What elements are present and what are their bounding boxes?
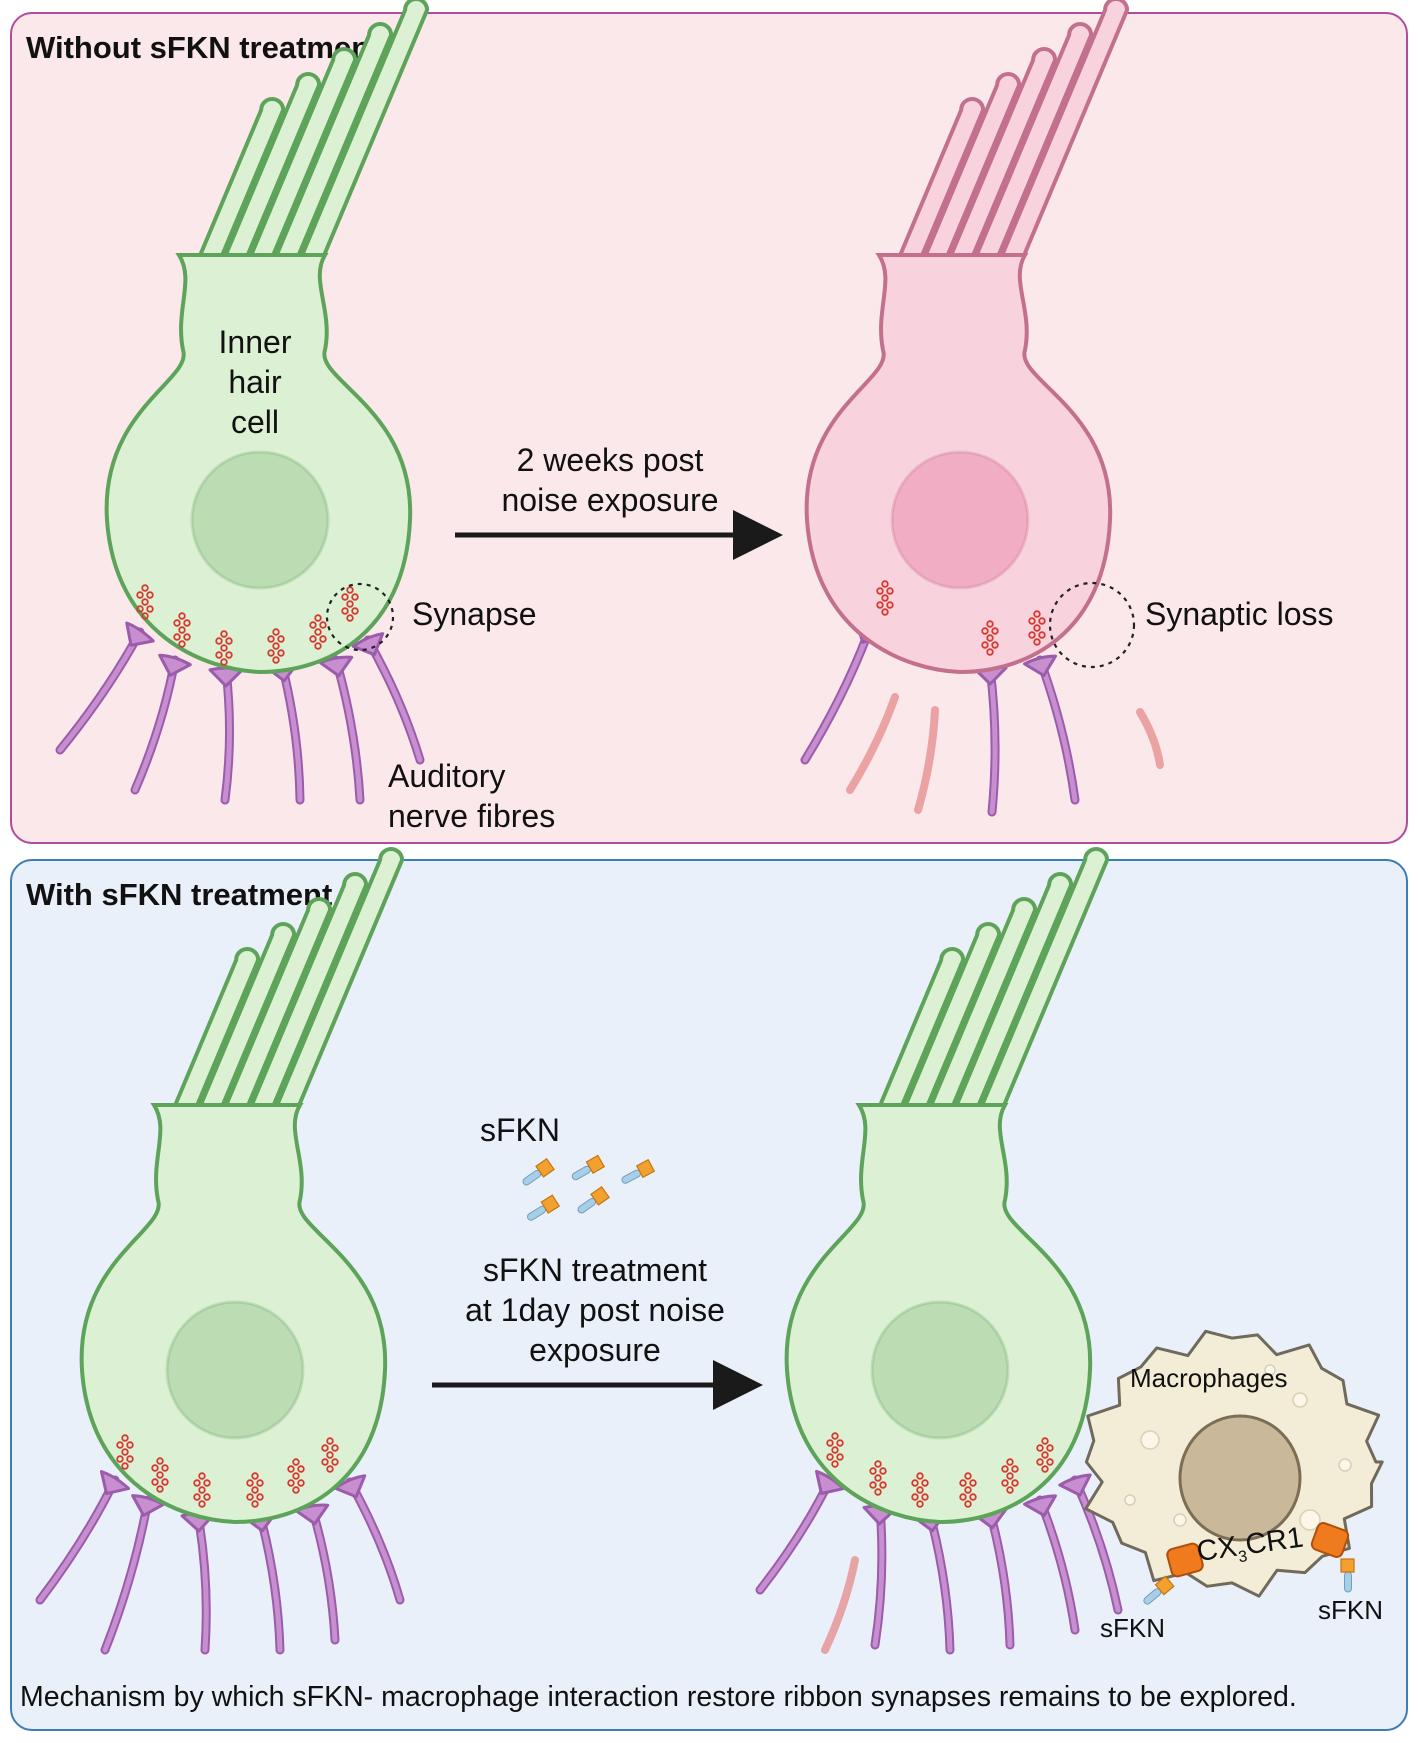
cell-layer: [79, 0, 1130, 1525]
ribbon-synapse: [215, 630, 233, 666]
ribbon-synapse: [876, 580, 894, 616]
damaged-inner-hair-cell-stereocilium: [972, 22, 1094, 262]
remaining-fibre-core: [987, 665, 998, 815]
lost-fibre: [1136, 708, 1164, 769]
vesicle: [1264, 1364, 1276, 1376]
auditory-nerve-fibre-terminal: [1058, 1473, 1092, 1497]
healthy-inner-hair-cell-nucleus: [190, 450, 330, 590]
damaged-inner-hair-cell-stereocilium: [947, 47, 1058, 262]
lost-fibre: [914, 706, 939, 814]
healthy-inner-hair-cell-stereocilium: [196, 97, 286, 262]
ribbon-synapse: [341, 586, 359, 622]
remaining-fibre-core: [1037, 657, 1078, 803]
synapse-label: Synapse: [412, 596, 537, 632]
sfkn-molecule: [577, 1185, 610, 1214]
ribbon-synapse: [911, 1472, 929, 1508]
healthy-inner-hair-cell-stereocilium: [273, 847, 405, 1112]
ribbon-synapse: [1001, 1458, 1019, 1494]
bound-sfkn-left: [1143, 1575, 1175, 1605]
restored-inner-hair-cell-stereocilium: [978, 847, 1110, 1112]
footer-note: Mechanism by which sFKN- macrophage inte…: [20, 1681, 1297, 1713]
cx3cr1-receptor: [1310, 1522, 1350, 1558]
synapse-layer: [116, 580, 1054, 1508]
ribbon-synapse: [321, 1437, 339, 1473]
ribbon-synapse: [246, 1472, 264, 1508]
sfkn-label: sFKN: [480, 1112, 560, 1148]
damaged-inner-hair-cell-stereocilium: [896, 97, 986, 262]
ribbon-synapse: [267, 628, 285, 664]
ribbon-synapse: [1036, 1437, 1054, 1473]
ribbon-synapse: [309, 614, 327, 650]
synaptic-loss-circle: [1048, 581, 1136, 669]
remaining-fibre-terminal: [1022, 654, 1058, 678]
panel-title-with: With sFKN treatment: [26, 877, 333, 912]
damaged-inner-hair-cell-stereocilium: [921, 72, 1022, 262]
damaged-inner-hair-cell-nucleus: [890, 450, 1030, 590]
auditory-nerve-fibre-core: [102, 1497, 151, 1653]
ribbon-synapse: [173, 612, 191, 648]
synapse-highlight-circle: [325, 582, 395, 652]
synaptic-loss-label: Synaptic loss: [1145, 596, 1334, 632]
cx3cr1-receptor: [1166, 1542, 1204, 1578]
healthy-inner-hair-cell-stereocilium: [171, 947, 261, 1112]
ribbon-synapse: [1028, 610, 1046, 646]
auditory-nerve-fibre-terminal: [158, 653, 192, 677]
healthy-inner-hair-cell-stereocilium: [196, 922, 297, 1112]
lost-fibre: [821, 1556, 859, 1654]
ribbon-synapse: [826, 1432, 844, 1468]
restored-inner-hair-cell-stereocilium: [952, 872, 1074, 1112]
restored-inner-hair-cell-stereocilium: [876, 947, 966, 1112]
macrophage-nucleus: [1178, 1414, 1302, 1542]
healthy-inner-hair-cell-stereocilium: [298, 0, 430, 262]
ribbon-synapse: [136, 584, 154, 620]
ribbon-synapse: [981, 620, 999, 656]
sfkn-left-label: sFKN: [1100, 1613, 1165, 1643]
ribbon-synapse: [869, 1460, 887, 1496]
sfkn-molecule: [522, 1157, 555, 1186]
bound-sfkn-right: [1340, 1558, 1355, 1593]
healthy-inner-hair-cell-stereocilium: [221, 72, 322, 262]
auditory-nerve-fibres-label: Auditory nerve fibres: [388, 758, 556, 834]
treatment-label: sFKN treatment at 1day post noise exposu…: [465, 1252, 725, 1368]
ribbon-synapse: [287, 1458, 305, 1494]
macrophages-label: Macrophages: [1130, 1363, 1288, 1393]
sfkn-molecule: [621, 1158, 656, 1184]
ribbon-synapse: [116, 1434, 134, 1470]
vesicle: [1338, 1458, 1352, 1472]
ribbon-synapse: [959, 1472, 977, 1508]
healthy-inner-hair-cell-stereocilium: [272, 22, 394, 262]
sfkn-molecule: [571, 1154, 606, 1181]
noise-exposure-label: 2 weeks post noise exposure: [501, 442, 719, 518]
inner-hair-cell-label: Inner hair cell: [218, 324, 292, 440]
panel-title-without: Without sFKN treatment: [26, 30, 381, 65]
auditory-nerve-fibre-terminal: [125, 621, 155, 647]
vesicle: [1124, 1494, 1136, 1506]
healthy-inner-hair-cell-stereocilium: [247, 872, 369, 1112]
healthy-inner-hair-cell-nucleus: [165, 1300, 305, 1440]
auditory-nerve-fibre-terminal: [99, 1470, 131, 1496]
vesicle: [1292, 1392, 1308, 1408]
lost-fibre: [846, 693, 899, 794]
ribbon-synapse: [193, 1472, 211, 1508]
healthy-inner-hair-cell-stereocilium: [222, 897, 333, 1112]
vesicle: [1173, 1513, 1187, 1527]
restored-inner-hair-cell-stereocilium: [927, 897, 1038, 1112]
vesicle: [1299, 1509, 1321, 1531]
sfkn-right-label: sFKN: [1318, 1595, 1383, 1625]
restored-inner-hair-cell-stereocilium: [901, 922, 1002, 1112]
vesicle: [1140, 1430, 1160, 1450]
auditory-nerve-fibre-terminal: [1023, 1494, 1057, 1517]
restored-inner-hair-cell-nucleus: [870, 1300, 1010, 1440]
ribbon-synapse: [151, 1457, 169, 1493]
auditory-nerve-fibre-terminal: [351, 632, 385, 657]
lost-fibre-layer: [821, 693, 1164, 1654]
damaged-inner-hair-cell-stereocilium: [998, 0, 1130, 262]
extra-layer: [325, 510, 1384, 1605]
sfkn-molecule: [527, 1194, 561, 1221]
healthy-inner-hair-cell-stereocilium: [247, 47, 358, 262]
